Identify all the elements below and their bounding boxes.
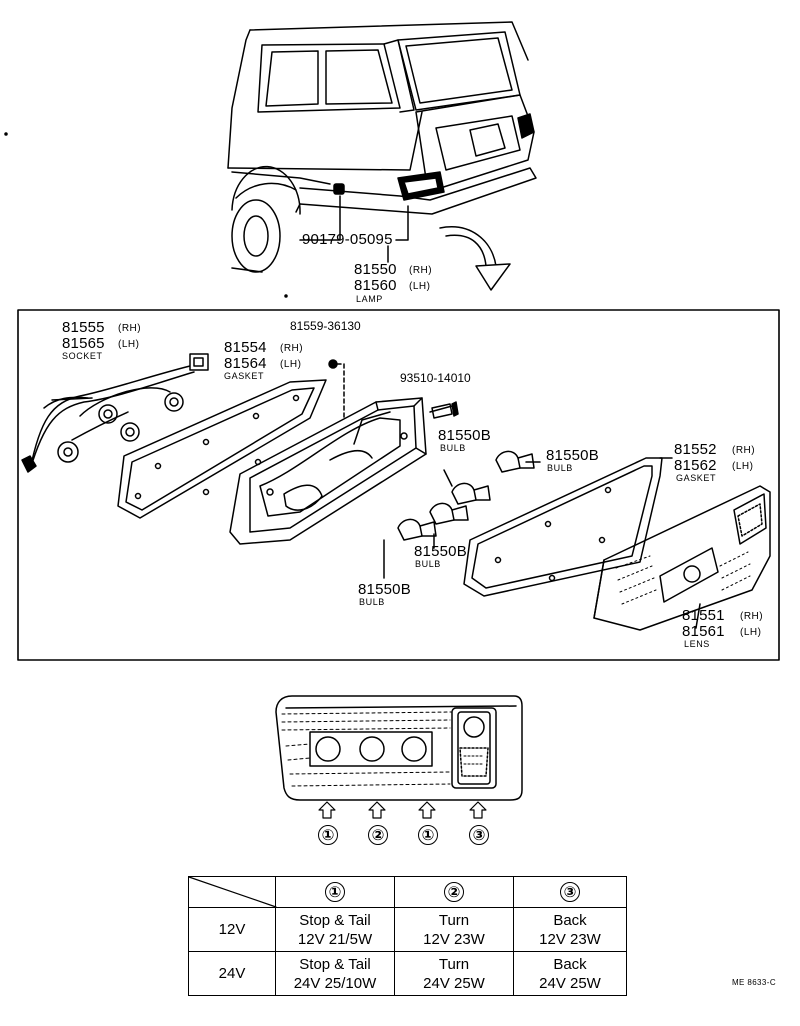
callout-outer-gasket-name: GASKET xyxy=(676,473,717,483)
bulb-function: Stop & Tail xyxy=(299,955,371,973)
lens xyxy=(593,485,771,631)
bulb-function: Back xyxy=(553,911,587,929)
callout-lens-lh: 81561 xyxy=(682,623,725,640)
header-marker-3: ③ xyxy=(560,882,580,902)
callout-lens-name: LENS xyxy=(684,639,710,649)
diagram-reference-code: ME 8633-C xyxy=(731,978,776,987)
vehicle-rear-illustration xyxy=(227,21,537,291)
inner-gasket xyxy=(117,359,345,519)
table-header-cell: ① xyxy=(275,876,395,908)
bulb-rating: 12V 21/5W xyxy=(297,930,373,948)
callout-lens-rh-qualifier: (RH) xyxy=(740,611,764,622)
exploded-view-frame xyxy=(17,309,780,661)
bulbs xyxy=(383,450,541,579)
bulb-rating: 12V 23W xyxy=(423,930,485,948)
callout-socket-lh: 81565 xyxy=(62,335,105,352)
lamp-housing xyxy=(229,397,427,545)
bulb-rating: 24V 25W xyxy=(539,974,601,992)
table-header-cell: ② xyxy=(394,876,514,908)
bulb-rating: 12V 23W xyxy=(539,930,601,948)
callout-gasket-rh-qualifier: (RH) xyxy=(280,343,304,354)
callout-lamp-name: LAMP xyxy=(356,294,383,304)
position-marker-4: ③ xyxy=(469,825,489,845)
callout-bulb-4-name: BULB xyxy=(359,597,385,607)
callout-lamp-rh-qualifier: (RH) xyxy=(409,265,433,276)
voltage-cell: 24V xyxy=(188,951,276,996)
callout-socket-rh-qualifier: (RH) xyxy=(118,323,142,334)
callout-socket-name: SOCKET xyxy=(62,351,103,361)
position-marker-1: ① xyxy=(318,825,338,845)
lens-front-view xyxy=(275,695,523,819)
bulb-rating: 24V 25W xyxy=(423,974,485,992)
callout-socket-lh-qualifier: (LH) xyxy=(118,339,140,350)
screw xyxy=(429,401,459,419)
header-marker-1: ① xyxy=(325,882,345,902)
callout-gasket-lh-qualifier: (LH) xyxy=(280,359,302,370)
table-header-row: ① ② ③ xyxy=(188,876,627,908)
bulb-rating: 24V 25/10W xyxy=(293,974,377,992)
bulb-function: Turn xyxy=(438,955,470,973)
callout-bulb-1-part: 81550B xyxy=(438,427,491,444)
bulb-function: Back xyxy=(553,955,587,973)
header-marker-2: ② xyxy=(444,882,464,902)
table-header-cell: ③ xyxy=(513,876,627,908)
callout-bulb-3-part: 81550B xyxy=(414,543,467,560)
callout-bulb-1-name: BULB xyxy=(440,443,466,453)
callout-outer-gasket-lh: 81562 xyxy=(674,457,717,474)
callout-gasket-name: GASKET xyxy=(224,371,265,381)
callout-bulb-3-name: BULB xyxy=(415,559,441,569)
callout-gasket-rh: 81554 xyxy=(224,339,267,356)
callout-gasket-lh: 81564 xyxy=(224,355,267,372)
table-corner-cell xyxy=(188,876,276,908)
callout-outer-gasket-lh-qualifier: (LH) xyxy=(732,461,754,472)
bulb-function: Stop & Tail xyxy=(299,911,371,929)
bulb-function: Turn xyxy=(438,911,470,929)
callout-bulb-2-part: 81550B xyxy=(546,447,599,464)
callout-screw-part: 90179-05095 xyxy=(302,231,393,248)
callout-socket-rh: 81555 xyxy=(62,319,105,336)
callout-bulb-2-name: BULB xyxy=(547,463,573,473)
callout-bulb-4-part: 81550B xyxy=(358,581,411,598)
callout-lamp-rh: 81550 xyxy=(354,261,397,278)
callout-clip-part: 81559-36130 xyxy=(290,319,361,333)
callout-lens-rh: 81551 xyxy=(682,607,725,624)
position-marker-2: ② xyxy=(368,825,388,845)
callout-lamp-lh: 81560 xyxy=(354,277,397,294)
position-marker-3: ① xyxy=(418,825,438,845)
callout-lens-lh-qualifier: (LH) xyxy=(740,627,762,638)
outer-gasket xyxy=(463,457,673,597)
callout-screw2-part: 93510-14010 xyxy=(400,371,471,385)
voltage-cell: 12V xyxy=(188,907,276,952)
socket-assembly xyxy=(21,353,209,473)
callout-outer-gasket-rh: 81552 xyxy=(674,441,717,458)
callout-outer-gasket-rh-qualifier: (RH) xyxy=(732,445,756,456)
callout-lamp-lh-qualifier: (LH) xyxy=(409,281,431,292)
